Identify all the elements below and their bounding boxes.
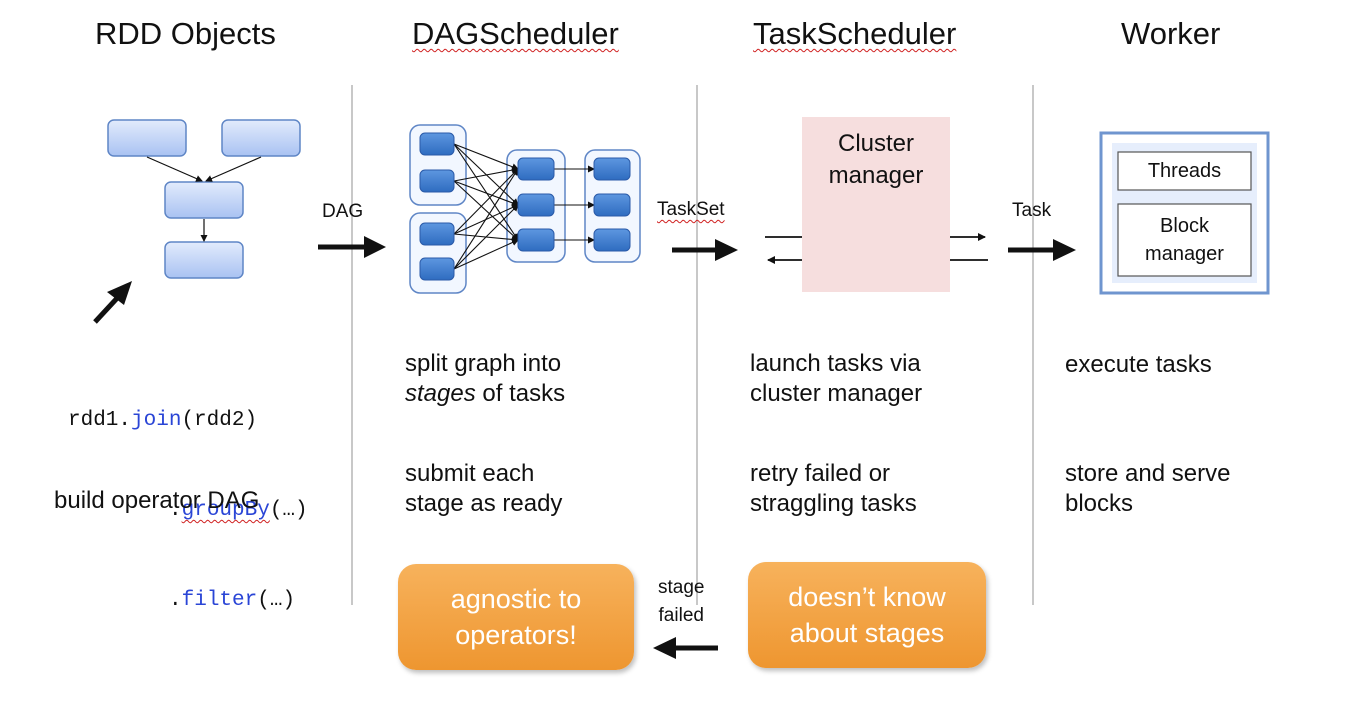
taskscheduler-desc2-line-1: retry failed or bbox=[750, 460, 891, 487]
rdd-node-3 bbox=[164, 181, 244, 219]
dagscheduler-desc1-line-2: stages of tasks bbox=[405, 380, 566, 407]
taskset-arrow bbox=[672, 239, 738, 261]
stage-edge bbox=[453, 180, 519, 207]
dagscheduler-description-2: submit each stage as ready bbox=[405, 459, 562, 519]
block-manager-line-2: manager bbox=[1145, 243, 1224, 265]
rdd-dag-graphic bbox=[107, 119, 301, 279]
dag-arrow-label: DAG bbox=[322, 201, 364, 222]
agnostic-callout-line-1: agnostic to bbox=[450, 584, 582, 614]
code-line-3: .filter(…) bbox=[169, 589, 296, 612]
rdd-code-snippet: rdd1.join(rdd2) .groupBy(…) .filter(…) bbox=[68, 346, 308, 646]
column-title-rdd-objects: RDD Objects bbox=[95, 16, 276, 51]
dagscheduler-desc1-line-1: split graph into bbox=[405, 350, 562, 377]
worker-description-2: store and serve blocks bbox=[1065, 459, 1230, 519]
stage-edge bbox=[453, 168, 519, 235]
threads-box bbox=[1117, 151, 1252, 191]
stage-failed-label: stage failed bbox=[658, 574, 704, 630]
code-line-1: rdd1.join(rdd2) bbox=[68, 409, 258, 432]
stage-edge bbox=[453, 143, 519, 171]
taskscheduler-description-1: launch tasks via cluster manager bbox=[750, 349, 922, 409]
cluster-manager-region bbox=[802, 117, 950, 292]
task-arrow-label: Task bbox=[1012, 200, 1052, 221]
stage-graph bbox=[409, 124, 641, 294]
taskscheduler-desc1-line-2: cluster manager bbox=[750, 380, 923, 407]
stages-callout-line-1: doesn’t know bbox=[788, 582, 946, 612]
stage-failed-arrow bbox=[653, 637, 718, 659]
taskscheduler-description-2: retry failed or straggling tasks bbox=[750, 459, 917, 519]
worker-description-1: execute tasks bbox=[1065, 351, 1212, 378]
agnostic-to-operators-callout: agnostic to operators! bbox=[398, 564, 634, 670]
stage-failed-line-1: stage bbox=[658, 577, 705, 598]
agnostic-callout-line-2: operators! bbox=[455, 620, 577, 650]
cluster-manager-label: Cluster manager bbox=[802, 128, 950, 192]
doesnt-know-about-stages-callout: doesn’t know about stages bbox=[748, 562, 986, 668]
column-title-worker: Worker bbox=[1121, 16, 1221, 51]
taskset-arrow-label: TaskSet bbox=[657, 199, 725, 220]
cluster-manager-line-1: Cluster bbox=[837, 130, 915, 157]
rdd-node-2 bbox=[221, 119, 301, 157]
dagscheduler-desc2-line-1: submit each bbox=[405, 460, 535, 487]
stage-edge bbox=[453, 143, 519, 241]
worker-desc2-line-2: blocks bbox=[1065, 490, 1134, 517]
dagscheduler-desc2-line-2: stage as ready bbox=[405, 490, 563, 517]
stages-emphasis: stages bbox=[405, 380, 476, 407]
rdd-node-1 bbox=[107, 119, 187, 157]
stage-edge bbox=[453, 239, 519, 270]
code-line-2: .groupBy(…) bbox=[169, 499, 308, 522]
stage-edge bbox=[453, 168, 519, 270]
stage-edge bbox=[453, 166, 519, 182]
block-manager-label: Block manager bbox=[1118, 212, 1251, 268]
code-pointer-arrow bbox=[93, 281, 132, 324]
column-title-dagscheduler: DAGScheduler bbox=[412, 16, 619, 51]
stage-edge bbox=[453, 204, 519, 270]
stage-failed-line-2: failed bbox=[658, 605, 704, 626]
taskscheduler-desc2-line-2: straggling tasks bbox=[750, 490, 917, 517]
dagscheduler-description-1: split graph into stages of tasks bbox=[405, 349, 565, 409]
cluster-manager-line-2: manager bbox=[828, 162, 924, 189]
taskscheduler-desc1-line-1: launch tasks via bbox=[750, 350, 921, 377]
worker-box bbox=[1099, 131, 1270, 295]
worker-desc2-line-1: store and serve bbox=[1065, 460, 1231, 487]
dag-arrow bbox=[318, 236, 386, 258]
rdd-node-4 bbox=[164, 241, 244, 279]
column-title-taskscheduler: TaskScheduler bbox=[753, 16, 957, 51]
block-manager-box bbox=[1117, 203, 1252, 277]
rdd-description: build operator DAG bbox=[54, 487, 260, 514]
block-manager-line-1: Block bbox=[1160, 215, 1209, 237]
stages-callout-line-2: about stages bbox=[789, 618, 945, 648]
threads-label: Threads bbox=[1147, 160, 1222, 182]
task-arrow bbox=[1008, 239, 1076, 261]
stage-edge bbox=[453, 180, 519, 241]
